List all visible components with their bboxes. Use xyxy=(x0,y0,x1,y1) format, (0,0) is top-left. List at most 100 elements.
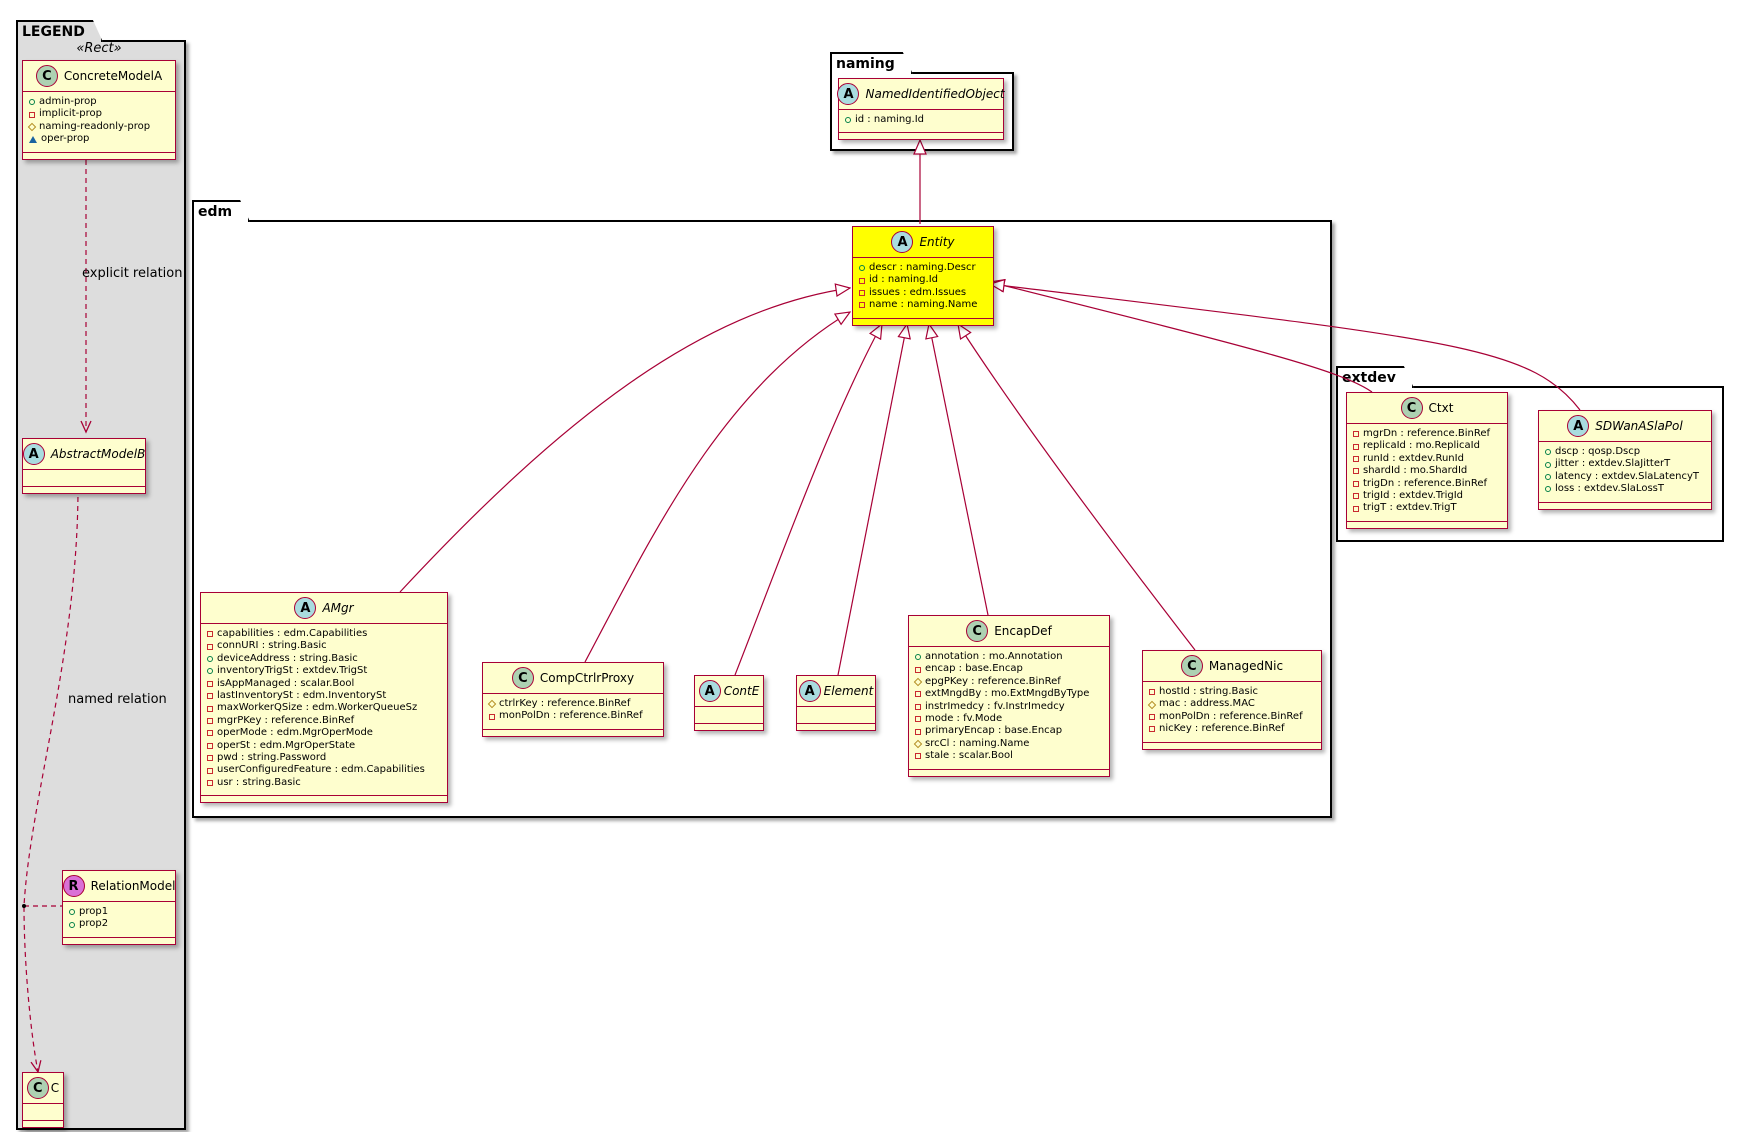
private-visibility-icon xyxy=(1353,505,1359,512)
public-visibility-icon xyxy=(915,654,921,661)
attribute: instrImedcy : fv.InstrImedcy xyxy=(925,700,1065,712)
attribute: mgrDn : reference.BinRef xyxy=(1363,428,1491,439)
private-visibility-icon xyxy=(915,728,921,735)
public-visibility-icon xyxy=(859,265,865,272)
private-visibility-icon xyxy=(859,277,865,284)
private-visibility-icon xyxy=(1149,726,1155,733)
attribute: mode : fv.Mode xyxy=(925,713,1003,725)
attribute: ctrlrKey : reference.BinRef xyxy=(499,698,631,709)
private-visibility-icon xyxy=(489,713,495,720)
attribute: implicit-prop xyxy=(39,108,102,120)
attribute: runId : extdev.RunId xyxy=(1363,452,1464,464)
abstract-glyph-icon: A xyxy=(891,231,914,253)
class-name: NamedIdentifiedObject xyxy=(865,87,1005,101)
attribute: trigId : extdev.TrigId xyxy=(1363,490,1463,502)
class-glyph-icon: C xyxy=(511,667,534,689)
legend-package-tab: LEGEND xyxy=(16,20,103,42)
legend-package: LEGEND xyxy=(16,40,186,1130)
class-name: ContE xyxy=(723,684,760,698)
protected-visibility-icon xyxy=(913,677,923,687)
private-visibility-icon xyxy=(29,111,35,118)
class-name: CompCtrlrProxy xyxy=(539,671,635,685)
attribute: oper-prop xyxy=(41,133,90,145)
class-name: SDWanASlaPol xyxy=(1595,419,1683,433)
attribute: lastInventorySt : edm.InventorySt xyxy=(217,690,387,702)
attribute: encap : base.Encap xyxy=(925,663,1023,675)
package-visibility-icon xyxy=(29,135,37,143)
attribute: userConfiguredFeature : edm.Capabilities xyxy=(217,764,425,776)
class-glyph-icon: C xyxy=(1180,655,1203,677)
class-glyph-icon: C xyxy=(966,620,989,642)
private-visibility-icon xyxy=(207,742,213,749)
attribute: mgrPKey : reference.BinRef xyxy=(217,714,355,726)
attribute: replicaId : mo.ReplicaId xyxy=(1363,440,1480,452)
ctxt-class[interactable]: C Ctxt mgrDn : reference.BinRef replicaId… xyxy=(1346,392,1508,529)
private-visibility-icon xyxy=(1353,431,1359,438)
attribute: usr : string.Basic xyxy=(217,776,301,788)
attribute: trigDn : reference.BinRef xyxy=(1363,477,1487,489)
attribute: issues : edm.Issues xyxy=(869,286,967,298)
private-visibility-icon xyxy=(207,643,213,650)
public-visibility-icon xyxy=(207,668,213,675)
attribute: srcCl : naming.Name xyxy=(925,737,1030,749)
class-name: Ctxt xyxy=(1428,401,1454,415)
abstract-glyph-icon: A xyxy=(294,597,317,619)
private-visibility-icon xyxy=(915,703,921,710)
class-glyph-icon: C xyxy=(1400,397,1423,419)
class-name: EncapDef xyxy=(994,624,1052,638)
private-visibility-icon xyxy=(859,302,865,309)
private-visibility-icon xyxy=(915,691,921,698)
class-name: ManagedNic xyxy=(1208,659,1284,673)
comp-ctrlr-proxy-class[interactable]: C CompCtrlrProxy ctrlrKey : reference.Bin… xyxy=(482,662,664,737)
attribute: isAppManaged : scalar.Bool xyxy=(217,677,355,689)
attribute: name : naming.Name xyxy=(869,299,978,311)
private-visibility-icon xyxy=(1353,493,1359,500)
private-visibility-icon xyxy=(1149,689,1155,696)
attribute: operMode : edm.MgrOperMode xyxy=(217,727,373,739)
attribute: capabilities : edm.Capabilities xyxy=(217,628,368,639)
protected-visibility-icon xyxy=(27,122,37,132)
attribute: jitter : extdev.SlaJitterT xyxy=(1555,458,1671,470)
private-visibility-icon xyxy=(1353,456,1359,463)
protected-visibility-icon xyxy=(1147,700,1157,709)
public-visibility-icon xyxy=(1545,486,1551,493)
private-visibility-icon xyxy=(1353,480,1359,487)
private-visibility-icon xyxy=(207,680,213,687)
private-visibility-icon xyxy=(915,716,921,723)
attribute: latency : extdev.SlaLatencyT xyxy=(1555,470,1699,482)
class-name: ConcreteModelA xyxy=(63,69,163,83)
private-visibility-icon xyxy=(859,290,865,297)
class-name: AMgr xyxy=(322,601,354,615)
attribute: admin-prop xyxy=(39,96,97,107)
attribute: shardId : mo.ShardId xyxy=(1363,465,1468,477)
abstract-glyph-icon: A xyxy=(798,680,821,702)
attribute: primaryEncap : base.Encap xyxy=(925,725,1063,737)
attribute: pwd : string.Password xyxy=(217,752,327,764)
protected-visibility-icon xyxy=(913,739,923,749)
private-visibility-icon xyxy=(1149,714,1155,721)
attribute: nicKey : reference.BinRef xyxy=(1159,723,1285,735)
private-visibility-icon xyxy=(207,767,213,774)
explicit-relation-label: explicit relation xyxy=(82,266,183,281)
public-visibility-icon xyxy=(1545,449,1551,456)
public-visibility-icon xyxy=(69,921,75,928)
abstract-glyph-icon: A xyxy=(698,680,721,702)
abstract-glyph-icon: A xyxy=(22,443,45,465)
rect-stereotype: «Rect» xyxy=(76,41,122,56)
public-visibility-icon xyxy=(1545,461,1551,468)
public-visibility-icon xyxy=(69,909,75,916)
extdev-package-tab: extdev xyxy=(1336,366,1414,388)
private-visibility-icon xyxy=(915,666,921,673)
